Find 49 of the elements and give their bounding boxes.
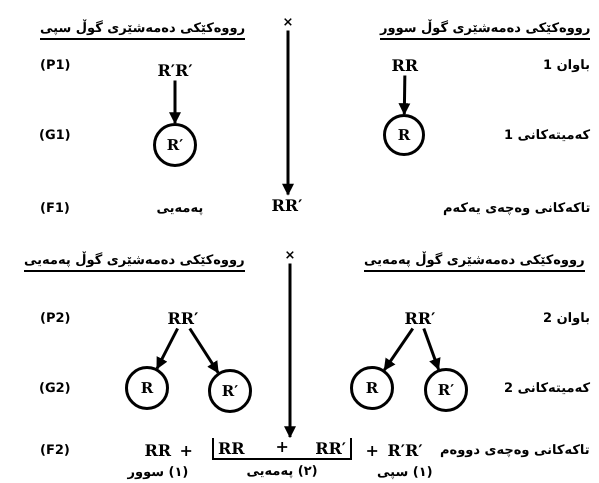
row-label: باوان 2 — [543, 310, 590, 326]
row-label: تاکەکانی وەچەی یەکەم — [443, 200, 590, 216]
genotype-text: R′R′ — [388, 440, 423, 460]
genotype-text: RR′ — [404, 308, 436, 328]
genotype-text: RR′ — [315, 438, 346, 458]
generation-label: (G1) — [39, 128, 71, 142]
gamete-circle: R — [125, 366, 169, 410]
genotype-text: RR′ — [168, 308, 198, 328]
gamete-circle: R — [350, 366, 394, 410]
arrow — [284, 264, 296, 438]
row-label: کەمیتەکانی 2 — [504, 380, 590, 396]
gamete-circle: R′ — [153, 123, 197, 167]
plant-heading: رووەکێکی دەمەشێری گوڵ سوور — [380, 20, 590, 40]
generation-label: (P1) — [40, 58, 70, 72]
row-label: تاکەکانی وەچەی دووەم — [440, 442, 590, 458]
plant-heading: رووەکێکی دەمەشێری گوڵ پەمەیی — [364, 252, 585, 272]
arrow — [188, 328, 220, 374]
count-label: (١) سپی — [377, 464, 433, 480]
genotype-text: RR — [218, 438, 245, 458]
genotype-text: RR — [144, 440, 172, 460]
gamete-circle: R′ — [424, 368, 468, 412]
row-label: باوان 1 — [543, 58, 590, 72]
gamete-circle: R′ — [208, 369, 252, 413]
generation-label: (F2) — [40, 442, 70, 458]
generation-label: (F1) — [40, 200, 70, 216]
genotype-text: R′R′ — [158, 60, 193, 80]
generation-label: (P2) — [40, 310, 70, 326]
arrow — [422, 328, 440, 370]
genotype-text: RR′ — [272, 196, 302, 214]
cross-sign: × — [284, 248, 296, 262]
arrow — [398, 75, 410, 116]
phenotype-label: پەمەیی — [156, 200, 204, 216]
plus-sign: + — [366, 440, 379, 460]
arrow — [169, 80, 181, 124]
genotype-text: RR — [392, 56, 418, 74]
plus-sign: + — [180, 440, 193, 460]
plant-heading: رووەکێکی دەمەشێری گوڵ سپی — [40, 20, 246, 40]
count-label: (١) سوور — [128, 464, 188, 480]
arrow — [282, 30, 294, 196]
bracket-group — [212, 438, 352, 460]
plant-heading: رووەکێکی دەمەشێری گوڵ پەمەیی — [24, 252, 245, 272]
row-label: کەمیتەکانی 1 — [504, 128, 590, 142]
arrow — [383, 328, 414, 371]
count-label: (٢) پەمەیی — [246, 464, 318, 478]
plus-sign: + — [276, 436, 289, 456]
generation-label: (G2) — [39, 380, 71, 396]
cross-sign: × — [282, 14, 294, 30]
gamete-circle: R — [383, 114, 425, 156]
arrow — [156, 328, 179, 370]
